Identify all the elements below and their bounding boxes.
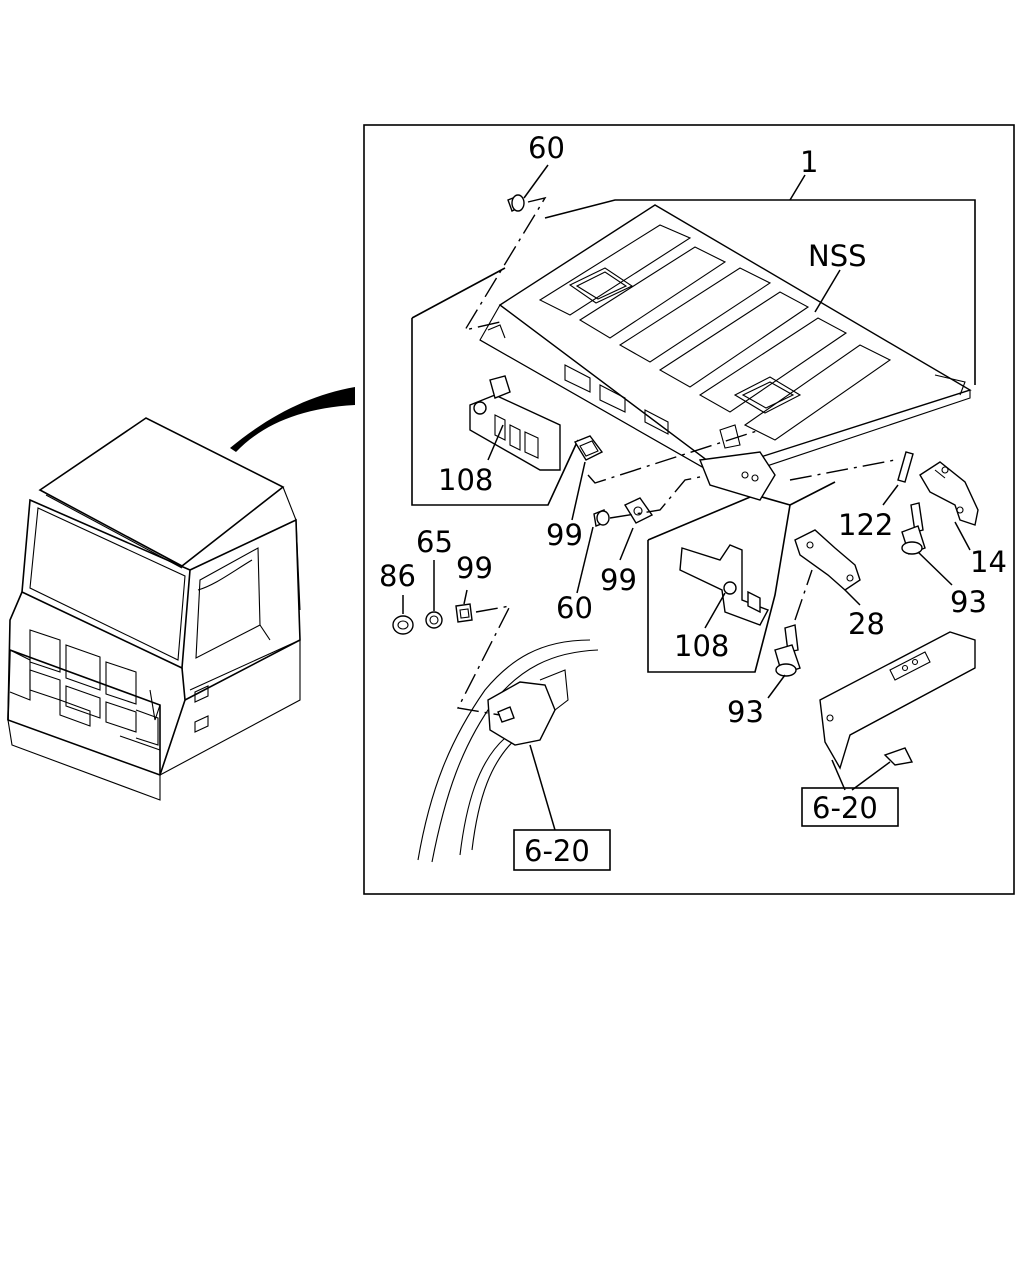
callout-108-left: 108 [438, 463, 493, 497]
part-1-leader [789, 174, 806, 201]
dash-60-top [463, 196, 547, 332]
leader-60-top [523, 164, 549, 199]
screw-60-mid [593, 509, 610, 527]
bolt-93-bottom [774, 624, 801, 677]
dash-99-small [456, 605, 512, 716]
roof-group-border-left [411, 318, 579, 506]
nss-leader [814, 269, 841, 313]
ref-box-right [801, 787, 899, 827]
pillar-section-left [417, 639, 599, 863]
ref-label-right: 6-20 [812, 791, 878, 825]
bracket-108-bottom [679, 544, 769, 626]
callout-99-right: 99 [600, 563, 637, 597]
nut-99-mid [573, 435, 604, 461]
callout-99-mid: 99 [546, 518, 583, 552]
callout-1: 1 [800, 145, 818, 179]
callout-65: 65 [416, 525, 453, 559]
leader-93-bottom [767, 674, 786, 699]
detail-frame [363, 124, 1015, 895]
callout-108-bottom: 108 [674, 629, 729, 663]
callout-14: 14 [970, 545, 1007, 579]
dash-rear-bracket [789, 459, 896, 481]
bracket-group-border [647, 504, 791, 673]
ref-label-left: 6-20 [524, 834, 590, 868]
leader-99-mid [571, 461, 586, 521]
callout-60-top: 60 [528, 131, 565, 165]
callout-60-mid: 60 [556, 591, 593, 625]
leader-122 [882, 484, 899, 506]
leader-108-left [487, 424, 504, 461]
nut-86 [392, 615, 414, 635]
truck-cab-illustration [7, 387, 355, 801]
leader-ref-left [529, 744, 556, 831]
leader-14 [954, 521, 971, 551]
ref-box-left [513, 829, 611, 871]
dash-28 [794, 569, 813, 621]
callout-99-small: 99 [456, 551, 493, 585]
leader-99-small [463, 589, 468, 605]
leader-ref-right-b [851, 761, 891, 791]
callout-28: 28 [848, 607, 885, 641]
leader-93-right [917, 551, 953, 586]
bracket-108-left [469, 375, 561, 471]
roof-panel-part-1 [479, 204, 972, 482]
leader-99-right [619, 527, 634, 561]
rail-section-right [819, 631, 976, 770]
nut-99-small [455, 603, 473, 623]
nut-99-right [623, 497, 654, 524]
roof-mount-plate [699, 451, 776, 501]
dash-99-mid [587, 429, 761, 484]
callout-nss: NSS [808, 239, 867, 273]
leader-28 [844, 589, 861, 606]
pointer-arrow [230, 387, 355, 452]
roof-group-border-top [544, 199, 976, 385]
callout-93-bottom: 93 [727, 695, 764, 729]
callout-93-right: 93 [950, 585, 987, 619]
bracket-28 [794, 529, 861, 591]
pin-122 [897, 451, 914, 483]
washer-65 [425, 611, 443, 629]
callout-86: 86 [379, 559, 416, 593]
leader-ref-right-a [831, 759, 846, 791]
leader-60-mid [576, 526, 594, 594]
callout-122: 122 [838, 508, 893, 542]
bolt-93-right [901, 502, 926, 555]
leader-108-bottom [704, 592, 726, 629]
screw-60-top [507, 194, 525, 212]
bracket-14 [919, 461, 979, 526]
